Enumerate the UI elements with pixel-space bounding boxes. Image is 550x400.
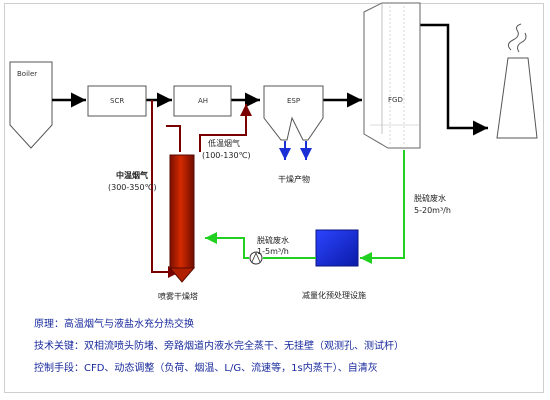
pretreatment-label: 减量化预处理设施 [302,291,366,300]
note-principle: 原理：高温烟气与液盐水充分热交换 [34,319,194,330]
fgd-wastewater-rate-label: 5-20m³/h [414,206,451,215]
pump-icon [249,251,263,265]
fgd-wastewater-line [360,150,405,264]
scr-label: SCR [110,97,125,105]
low-temp-gas-label: 低温烟气 [208,139,240,148]
dryer-tower-label: 喷雾干燥塔 [158,292,198,301]
low-temp-gas-line [166,104,252,152]
mid-temp-gas-label: 中温烟气 [116,171,148,180]
dry-product-label: 干燥产物 [278,175,310,184]
fgd-tower [363,2,421,149]
mid-temp-gas-line [151,100,180,278]
note-key-technology: 技术关键：双相流喷头防堵、旁路烟道内液水完全蒸干、无挂壁（观测孔、测试杆） [34,341,404,352]
chimney [496,23,538,139]
ah-unit [173,85,232,117]
treated-wastewater-line [205,232,316,259]
spray-dryer-tower [168,154,196,283]
scr-unit [87,85,147,117]
diagram-frame [4,3,544,393]
treated-wastewater-rate-label: 1-5m³/h [257,247,289,256]
esp-unit [263,85,324,141]
ah-label: AH [198,97,209,105]
treated-wastewater-label: 脱硫废水 [257,236,289,245]
mid-temp-range-label: (300-350℃) [108,183,157,192]
fgd-label: FGD [388,96,403,104]
dry-product-arrows [279,141,312,160]
notes-block: 原理：高温烟气与液盐水充分热交换 技术关键：双相流喷头防堵、旁路烟道内液水完全蒸… [34,314,404,380]
fgd-wastewater-label: 脱硫废水 [414,194,446,203]
note-control-means: 控制手段：CFD、动态调整（负荷、烟温、L/G、流速等，1s内蒸干）、自清灰 [34,363,378,374]
boiler [9,61,53,149]
low-temp-range-label: (100-130℃) [202,151,251,160]
pretreatment-tank [315,229,359,267]
main-gas-line [52,23,488,136]
esp-label: ESP [287,97,301,105]
boiler-label: Boiler [17,70,38,78]
